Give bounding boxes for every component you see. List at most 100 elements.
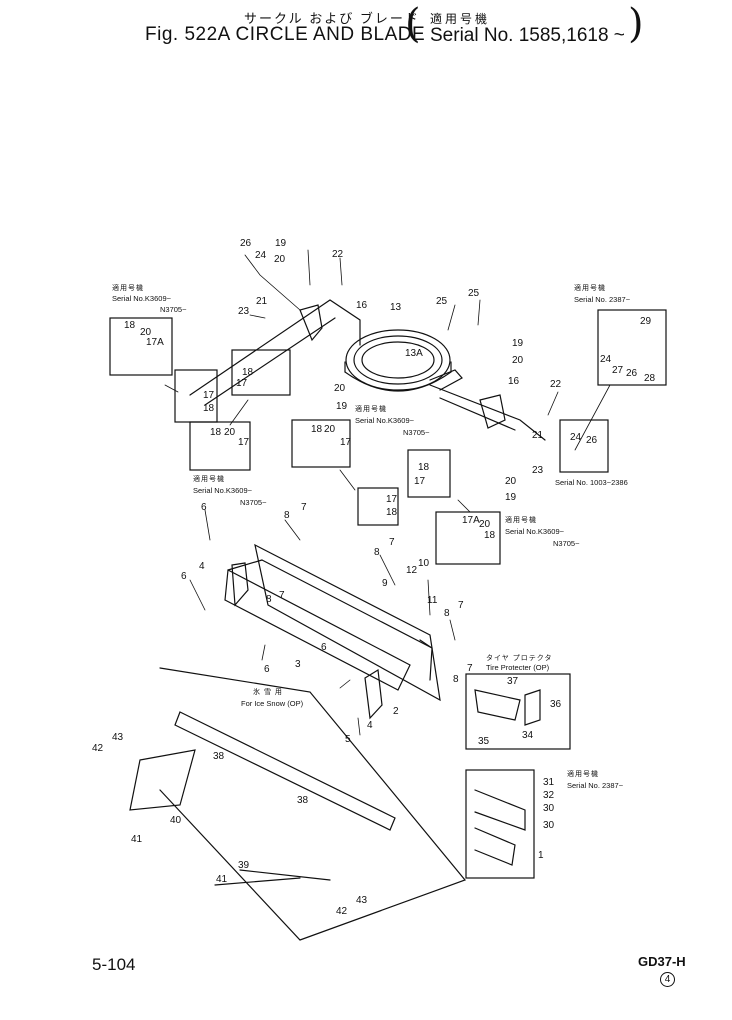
caption-tire-protector: Tire Protecter (OP) (486, 663, 550, 672)
part-label: 6 (321, 642, 327, 653)
part-label: 26 (586, 435, 598, 446)
caption-serial-suffix: N3705~ (553, 539, 580, 548)
part-label: 13A (405, 348, 423, 359)
callout-box-5 (291, 419, 351, 468)
caption-serial: Serial No. 2387~ (567, 781, 624, 790)
part-label: 20 (334, 383, 346, 394)
caption-serial: Serial No.K3609~ (112, 294, 172, 303)
part-label: 21 (256, 296, 268, 307)
part-label: 28 (644, 373, 656, 384)
part-label: 41 (131, 834, 143, 845)
part-label: 24 (600, 354, 612, 365)
part-label: 22 (550, 379, 562, 390)
part-label: 19 (275, 238, 287, 249)
callout-box-4 (189, 421, 251, 471)
part-label: 3 (295, 659, 301, 670)
callout-box-10 (559, 419, 609, 473)
part-label: 10 (418, 558, 430, 569)
bracket-open: ( (405, 1, 421, 47)
part-label: 7 (458, 600, 464, 611)
part-label: 4 (367, 720, 373, 731)
tire-protector-box (465, 673, 571, 750)
part-label: 25 (468, 288, 480, 299)
caption-serial: Serial No.K3609~ (355, 416, 415, 425)
part-label: 24 (570, 432, 582, 443)
part-label: 18 (311, 424, 323, 435)
caption-applicable-jp: 適用号機 (112, 283, 144, 292)
part-label: 17 (414, 476, 426, 487)
part-label: 6 (181, 571, 187, 582)
part-label: 23 (532, 465, 544, 476)
caption-applicable-jp: 適用号機 (355, 404, 387, 413)
part-label: 17A (462, 515, 480, 526)
caption-applicable-jp: 適用号機 (567, 769, 599, 778)
part-label: 40 (170, 815, 182, 826)
part-label: 37 (507, 676, 519, 687)
part-label: 18 (418, 462, 430, 473)
caption-tire-protector-jp: タイヤ プロテクタ (486, 653, 552, 662)
part-label: 1 (538, 850, 544, 861)
part-label: 29 (640, 316, 652, 327)
part-label: 30 (543, 820, 555, 831)
callout-box-3 (231, 349, 291, 396)
part-label: 16 (508, 376, 520, 387)
title-japanese: サークル および ブレード (244, 11, 420, 26)
part-label: 8 (374, 547, 380, 558)
model-code: GD37-H (638, 954, 686, 969)
part-label: 18 (210, 427, 222, 438)
caption-serial-suffix: N3705~ (403, 428, 430, 437)
part-label: 31 (543, 777, 555, 788)
part-label: 20 (512, 355, 524, 366)
part-label: 17 (238, 437, 250, 448)
part-label: 17 (340, 437, 352, 448)
serial-number-range: Serial No. 1585,1618 ~ (430, 25, 625, 46)
blade-moldboard (224, 543, 441, 720)
part-label: 18 (203, 403, 215, 414)
serial-captions: 適用号機 Serial No.K3609~ N3705~ 適用号機 Serial… (112, 283, 631, 790)
caption-ice-snow-jp: 氷 雪 用 (253, 687, 283, 696)
figure-title: Fig. 522A CIRCLE AND BLADE (145, 24, 426, 45)
part-label: 17 (386, 494, 398, 505)
bracket-close: ) (628, 1, 644, 47)
part-label: 25 (436, 296, 448, 307)
part-label: 7 (389, 537, 395, 548)
part-label: 38 (297, 795, 309, 806)
page-number: 5-104 (92, 955, 136, 974)
part-label: 8 (266, 594, 272, 605)
part-label: 24 (255, 250, 267, 261)
part-label: 20 (479, 519, 491, 530)
callout-box-6 (407, 449, 451, 498)
part-label: 20 (505, 476, 517, 487)
part-label: 8 (453, 674, 459, 685)
drawbar-frame (189, 299, 546, 441)
part-label: 11 (427, 595, 438, 606)
part-label: 36 (550, 699, 562, 710)
part-label: 43 (356, 895, 368, 906)
part-label: 7 (467, 663, 473, 674)
circle-gear (344, 329, 463, 392)
part-label: 5 (345, 734, 351, 745)
part-label: 43 (112, 732, 124, 743)
part-label: 17A (146, 337, 164, 348)
callout-box-8 (435, 511, 501, 565)
part-label: 21 (532, 430, 544, 441)
callout-box-9 (597, 309, 667, 386)
part-label: 26 (626, 368, 638, 379)
part-label: 4 (199, 561, 205, 572)
part-label: 7 (301, 502, 307, 513)
part-label: 20 (140, 327, 152, 338)
part-number-labels: 26 24 19 20 22 16 13 21 23 25 25 13A 19 … (92, 238, 656, 917)
part-label: 9 (382, 578, 388, 589)
part-label: 2 (393, 706, 399, 717)
part-label: 18 (124, 320, 136, 331)
part-label: 23 (238, 306, 250, 317)
part-label: 20 (324, 424, 336, 435)
part-label: 19 (512, 338, 524, 349)
part-label: 30 (543, 803, 555, 814)
part-label: 18 (386, 507, 398, 518)
caption-applicable-jp: 適用号機 (574, 283, 606, 292)
part-label: 42 (336, 906, 348, 917)
lead-lines (164, 249, 611, 736)
part-label: 20 (224, 427, 236, 438)
part-label: 17 (236, 378, 248, 389)
